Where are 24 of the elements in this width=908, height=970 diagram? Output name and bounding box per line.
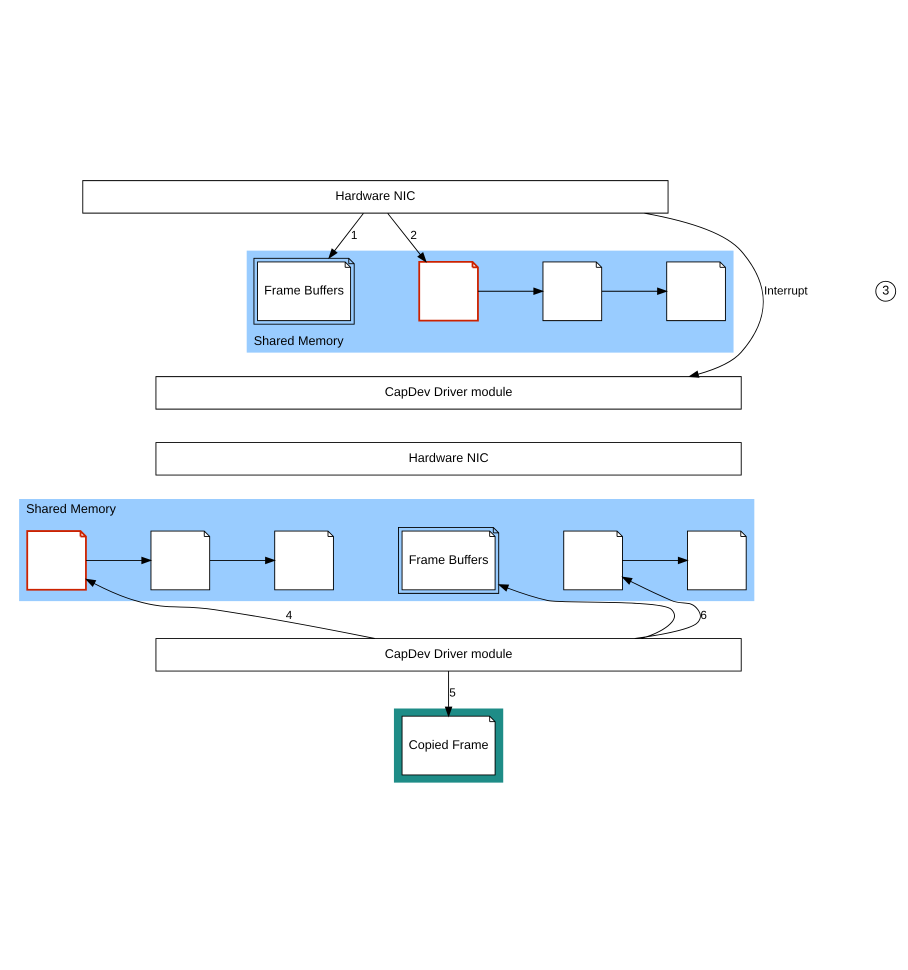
edge-label: 2 [410, 228, 417, 242]
edge-label: 4 [286, 609, 292, 622]
arrow [86, 556, 152, 564]
node-box: Hardware NIC [155, 442, 742, 476]
arrow [478, 287, 544, 296]
arrow [387, 213, 427, 263]
arrow [84, 578, 376, 639]
node-box: Hardware NIC [82, 180, 669, 214]
edge-label: 5 [449, 686, 456, 700]
node-box: CapDev Driver module [155, 638, 742, 672]
edge-label: 6 [700, 609, 707, 622]
arrow [498, 584, 675, 639]
arrow [622, 556, 689, 564]
edge-label: Interrupt [764, 284, 808, 298]
arrow [644, 212, 764, 378]
arrow [601, 287, 668, 296]
edge-label: 1 [350, 228, 358, 242]
node-box: CapDev Driver module [155, 376, 742, 410]
cluster [394, 708, 504, 783]
arrow [444, 670, 452, 718]
arrow [621, 576, 701, 639]
arrow [209, 556, 276, 564]
label: 3 [882, 284, 890, 298]
arrow [328, 213, 364, 260]
